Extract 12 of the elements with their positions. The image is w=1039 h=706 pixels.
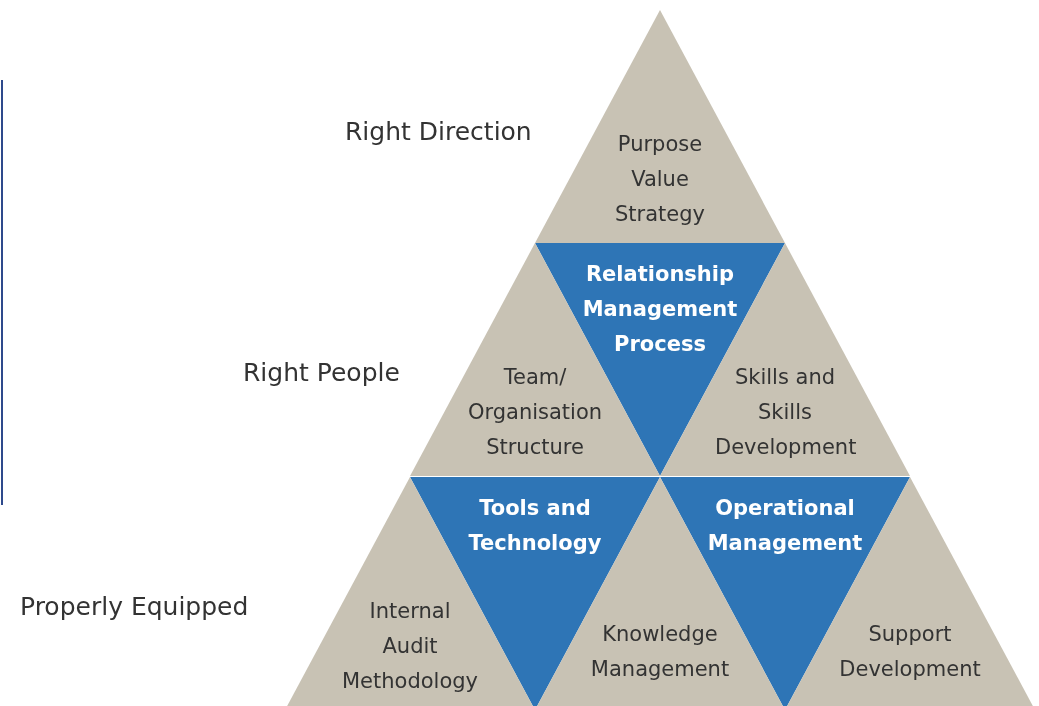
segment-label: Tools and Technology [467, 494, 603, 557]
tier-label: Properly Equipped [20, 592, 249, 621]
segment-label: Operational Management [706, 494, 864, 557]
tier-label: Right Direction [345, 117, 532, 146]
segment-label: Relationship Management Process [581, 260, 739, 358]
segment-label: Knowledge Management [589, 620, 731, 683]
segment-label: Internal Audit Methodology [340, 597, 480, 695]
segment-label: Team/ Organisation Structure [466, 363, 604, 461]
segment-label: Support Development [838, 620, 982, 683]
segment-label: Purpose Value Strategy [614, 130, 706, 228]
tier-label: Right People [243, 358, 400, 387]
segment-label: Skills and Skills Development [715, 363, 855, 461]
